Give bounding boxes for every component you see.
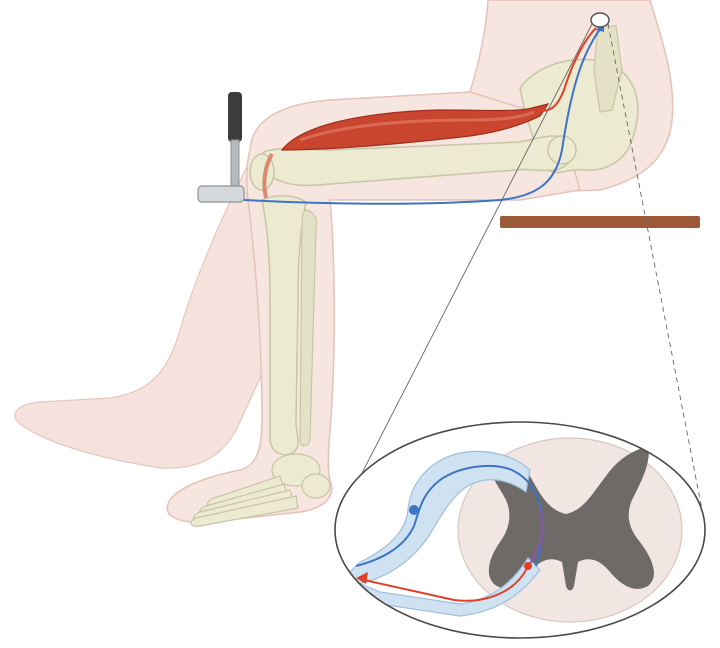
hammer-shaft [231,140,239,188]
hammer-head [198,186,244,202]
reflex-hammer [198,92,244,202]
sensory-neuron-cell-body [409,505,419,515]
motor-neuron-cell-body [524,562,532,570]
spinal-cord-inset [335,422,705,638]
hammer-grip [228,92,242,142]
spinal-segment-marker [591,13,609,27]
seat-bench [500,216,700,228]
